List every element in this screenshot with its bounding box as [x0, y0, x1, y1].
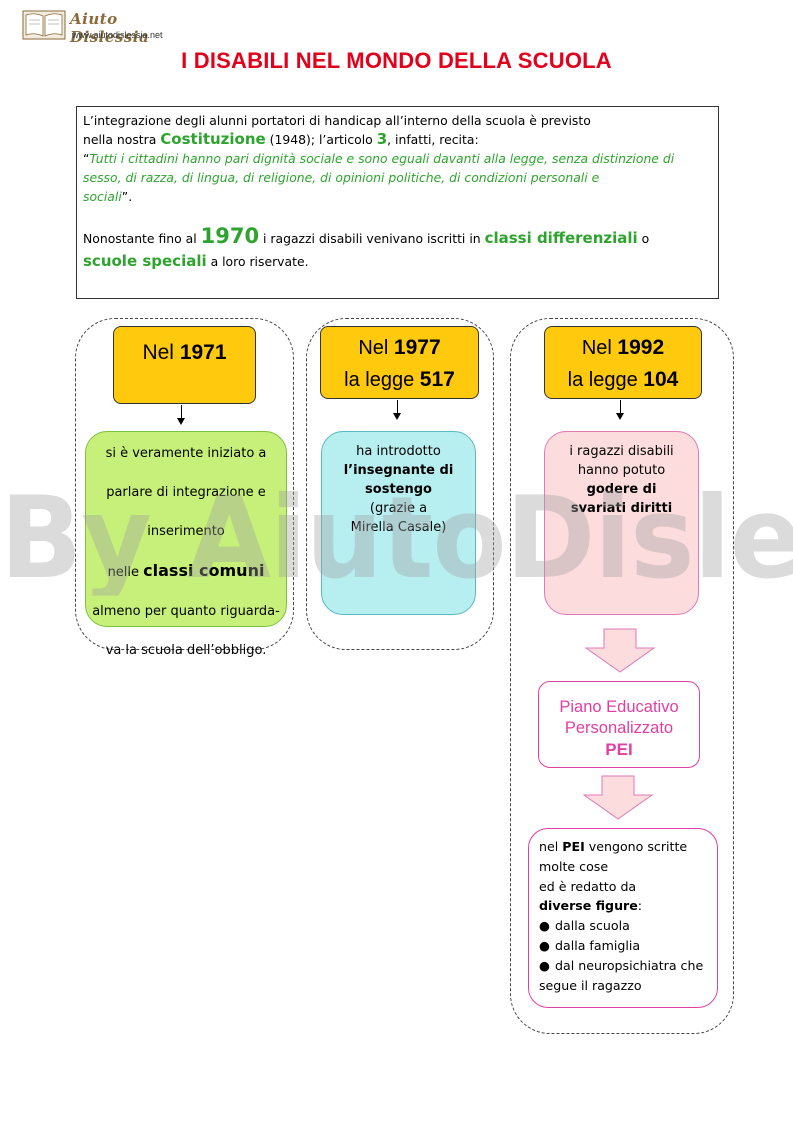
- open-book-icon: [22, 10, 66, 40]
- quote-line-3: sociali”.: [83, 189, 133, 204]
- arrow-1971: [181, 405, 182, 421]
- arrow-head-1977: [393, 413, 401, 420]
- bullet-icon: ●: [539, 918, 550, 934]
- group-1992: [510, 318, 734, 1034]
- list-item: ●dal neuropsichiatra che: [539, 956, 717, 976]
- logo-url: www.aiutodislessia.net: [72, 30, 163, 40]
- article-number: 3: [376, 130, 388, 148]
- year-1970: 1970: [200, 224, 260, 248]
- box-1992-content: i ragazzi disabili hanno potuto godere d…: [544, 431, 699, 615]
- list-item: ●dalla scuola: [539, 916, 717, 936]
- quote-line-1: “Tutti i cittadini hanno pari dignità so…: [83, 151, 675, 166]
- classi-comuni: classi comuni: [143, 561, 265, 580]
- intro-line-2: nella nostra Costituzione (1948); l’arti…: [83, 130, 479, 148]
- pei-box: Piano Educativo Personalizzato PEI: [538, 681, 700, 768]
- intro-para-3: scuole speciali a loro riservate.: [83, 252, 309, 270]
- arrow-1992: [620, 400, 621, 415]
- group-1977: [306, 318, 494, 650]
- arrow-head-1971: [177, 418, 185, 425]
- box-1971-content: si è veramente iniziato a parlare di int…: [85, 431, 287, 658]
- site-logo: Aiuto Dislessia www.aiutodislessia.net: [22, 8, 182, 46]
- classi-differenziali: classi differenziali: [484, 229, 638, 247]
- logo-title: Aiuto Dislessia: [70, 10, 150, 46]
- pei-details-box: nel PEI vengono scritte molte cose ed è …: [528, 828, 718, 1008]
- down-block-arrow-2: [582, 775, 654, 820]
- arrow-1977: [397, 400, 398, 415]
- page-title: I DISABILI NEL MONDO DELLA SCUOLA: [181, 48, 612, 73]
- bullet-icon: ●: [539, 957, 550, 973]
- year-box-1992: Nel 1992 la legge 104: [544, 326, 702, 399]
- year-box-1971: Nel 1971: [113, 326, 256, 404]
- quote-line-2: sesso, di razza, di lingua, di religione…: [83, 170, 600, 185]
- group-1971: [75, 318, 294, 650]
- list-item: ●dalla famiglia: [539, 936, 717, 956]
- arrow-head-1992: [616, 413, 624, 420]
- intro-box: L’integrazione degli alunni portatori di…: [76, 106, 719, 299]
- intro-line-1: L’integrazione degli alunni portatori di…: [83, 113, 591, 128]
- down-block-arrow-1: [584, 628, 656, 673]
- scuole-speciali: scuole speciali: [83, 252, 207, 270]
- year-box-1977: Nel 1977 la legge 517: [320, 326, 479, 399]
- costituzione-keyword: Costituzione: [160, 130, 266, 148]
- box-1977-content: ha introdotto l’insegnante di sostengo (…: [321, 431, 476, 615]
- bullet-icon: ●: [539, 937, 550, 953]
- intro-para-2: Nonostante fino al 1970 i ragazzi disabi…: [83, 224, 650, 248]
